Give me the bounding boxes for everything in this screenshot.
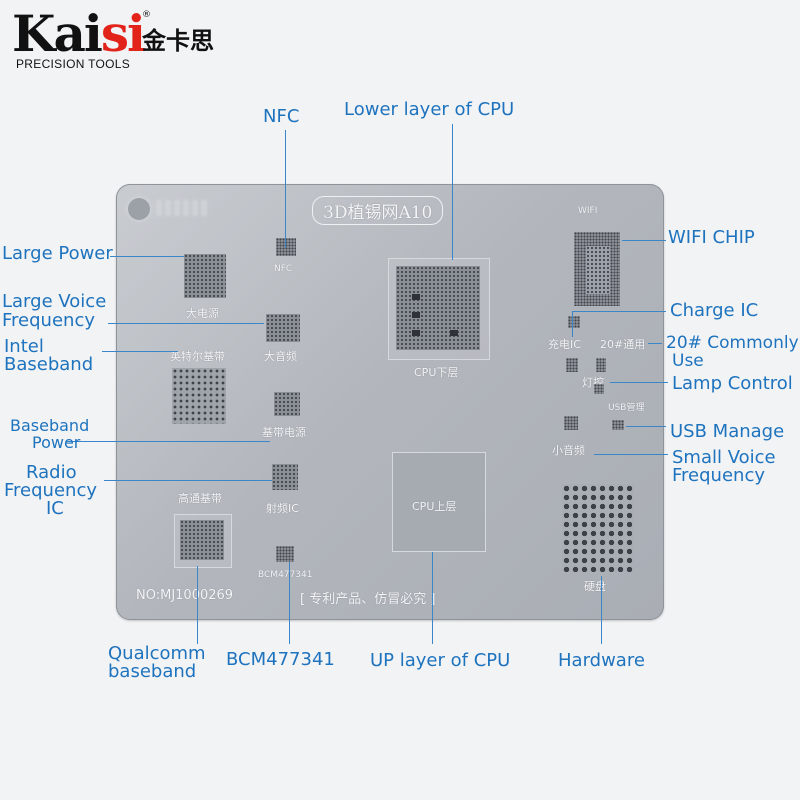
callout-qualcomm-1: Qualcomm [108, 643, 206, 664]
etch-model-no: NO:MJ1000269 [136, 588, 234, 603]
pad-large-audio [266, 314, 300, 342]
brand-tagline: PRECISION TOOLS [16, 57, 131, 71]
callout-large-power: Large Power [2, 243, 113, 264]
brand-name-part2: si [100, 4, 146, 63]
cpu-lower-marker [412, 330, 420, 336]
pad-lamp-control [596, 358, 606, 372]
leader-common [648, 343, 662, 344]
leader-large-power [110, 256, 184, 257]
brand-name-cn: 金卡思 [142, 27, 214, 55]
callout-usb-manage: USB Manage [670, 421, 785, 442]
etch-bcm: BCM477341 [258, 570, 313, 580]
callout-intel-2: Baseband [4, 354, 94, 375]
maker-logo-icon [128, 198, 150, 220]
callout-baseband-power-2: Power [32, 433, 81, 452]
pad-radio-ic [272, 464, 298, 490]
leader-radio [104, 480, 272, 481]
leader-nfc [285, 130, 286, 248]
etch-big-audio: 大音频 [264, 350, 297, 363]
callout-intel-1: Intel [4, 336, 44, 357]
leader-lamp-control [610, 382, 668, 383]
leader-usb-manage [626, 426, 666, 427]
pad-cpu-upper [392, 452, 486, 552]
callout-large-voice-1: Large Voice [2, 291, 107, 312]
leader-large-voice [108, 323, 264, 324]
leader-baseband-power [66, 441, 270, 442]
pad-intel-baseband [172, 368, 226, 424]
etch-common-20: 20#通用 [600, 338, 646, 351]
pad-hard-disk [562, 484, 634, 572]
pad-charge-ic [568, 316, 580, 328]
pad-small-audio [564, 416, 578, 430]
etch-radio-ic: 射频IC [266, 502, 299, 515]
pad-usb-small [594, 384, 604, 394]
callout-lower-cpu: Lower layer of CPU [344, 99, 515, 120]
leader-intel [102, 351, 178, 352]
etch-patent-note: [ 专利产品、仿冒必究 ] [300, 592, 436, 607]
etch-qualcomm-baseband: 高通基带 [178, 492, 222, 505]
callout-common-2: Use [672, 351, 704, 371]
callout-lamp-control: Lamp Control [672, 373, 793, 394]
pad-nfc [276, 238, 296, 256]
cpu-lower-marker [450, 330, 458, 336]
leader-wifi-chip [622, 240, 666, 241]
leader-qualcomm [197, 566, 198, 644]
leader-small-voice [594, 454, 668, 455]
etch-small-audio: 小音频 [552, 444, 585, 457]
etch-baseband-power: 基带电源 [262, 426, 306, 439]
brand-name-part1: Kai [12, 4, 103, 63]
pad-wifi-core [586, 246, 610, 294]
etch-charge-ic: 充电IC [548, 338, 581, 351]
etch-hard-disk: 硬盘 [584, 580, 606, 593]
pad-large-power [184, 254, 226, 298]
etch-intel-baseband: 英特尔基带 [170, 350, 225, 363]
maker-logo-text [156, 200, 210, 216]
pad-small-a [566, 358, 578, 372]
callout-small-voice-1: Small Voice [672, 447, 776, 468]
leader-bcm [289, 562, 290, 644]
etch-cpu-upper: CPU上层 [412, 500, 457, 513]
callout-large-voice-2: Frequency [2, 310, 95, 331]
etch-nfc: NFC [274, 264, 293, 274]
leader-hardware [601, 576, 602, 644]
cpu-lower-marker [412, 312, 420, 318]
callout-radio-3: IC [46, 498, 64, 519]
stencil-plate: 3D植锡网A10 WIFI NFC 大电源 大音频 英特尔基带 基带电源 射频I… [116, 184, 664, 620]
etch-wifi: WIFI [578, 206, 598, 216]
etch-cpu-lower: CPU下层 [414, 366, 459, 379]
pad-usb-manage [612, 420, 624, 430]
callout-wifi-chip: WIFI CHIP [668, 227, 755, 248]
callout-baseband-power-1: Baseband [10, 416, 90, 435]
etch-big-power: 大电源 [186, 307, 219, 320]
leader-charge-ic-v [572, 311, 573, 337]
callout-hardware: Hardware [558, 650, 645, 671]
callout-radio-1: Radio [26, 462, 77, 483]
callout-qualcomm-2: baseband [108, 661, 197, 682]
brand-logo: Kaisi [12, 8, 146, 60]
pad-qualcomm-baseband [180, 520, 224, 560]
pad-baseband-power [274, 392, 300, 416]
callout-common-1: 20# Commonly [666, 333, 799, 353]
leader-up-cpu [432, 552, 433, 644]
callout-bcm: BCM477341 [226, 649, 335, 670]
pad-bcm [276, 546, 294, 562]
leader-lower-cpu [452, 124, 453, 260]
etch-usb-manage: USB管理 [608, 403, 645, 413]
callout-up-cpu: UP layer of CPU [370, 650, 511, 671]
callout-small-voice-2: Frequency [672, 465, 765, 486]
cpu-lower-marker [412, 294, 420, 300]
plate-title: 3D植锡网A10 [312, 196, 444, 225]
callout-charge-ic: Charge IC [670, 300, 759, 321]
registered-mark: ® [142, 10, 151, 20]
pad-cpu-lower [396, 266, 480, 350]
callout-nfc: NFC [263, 106, 300, 127]
leader-charge-ic [572, 311, 666, 312]
callout-radio-2: Frequency [4, 480, 97, 501]
